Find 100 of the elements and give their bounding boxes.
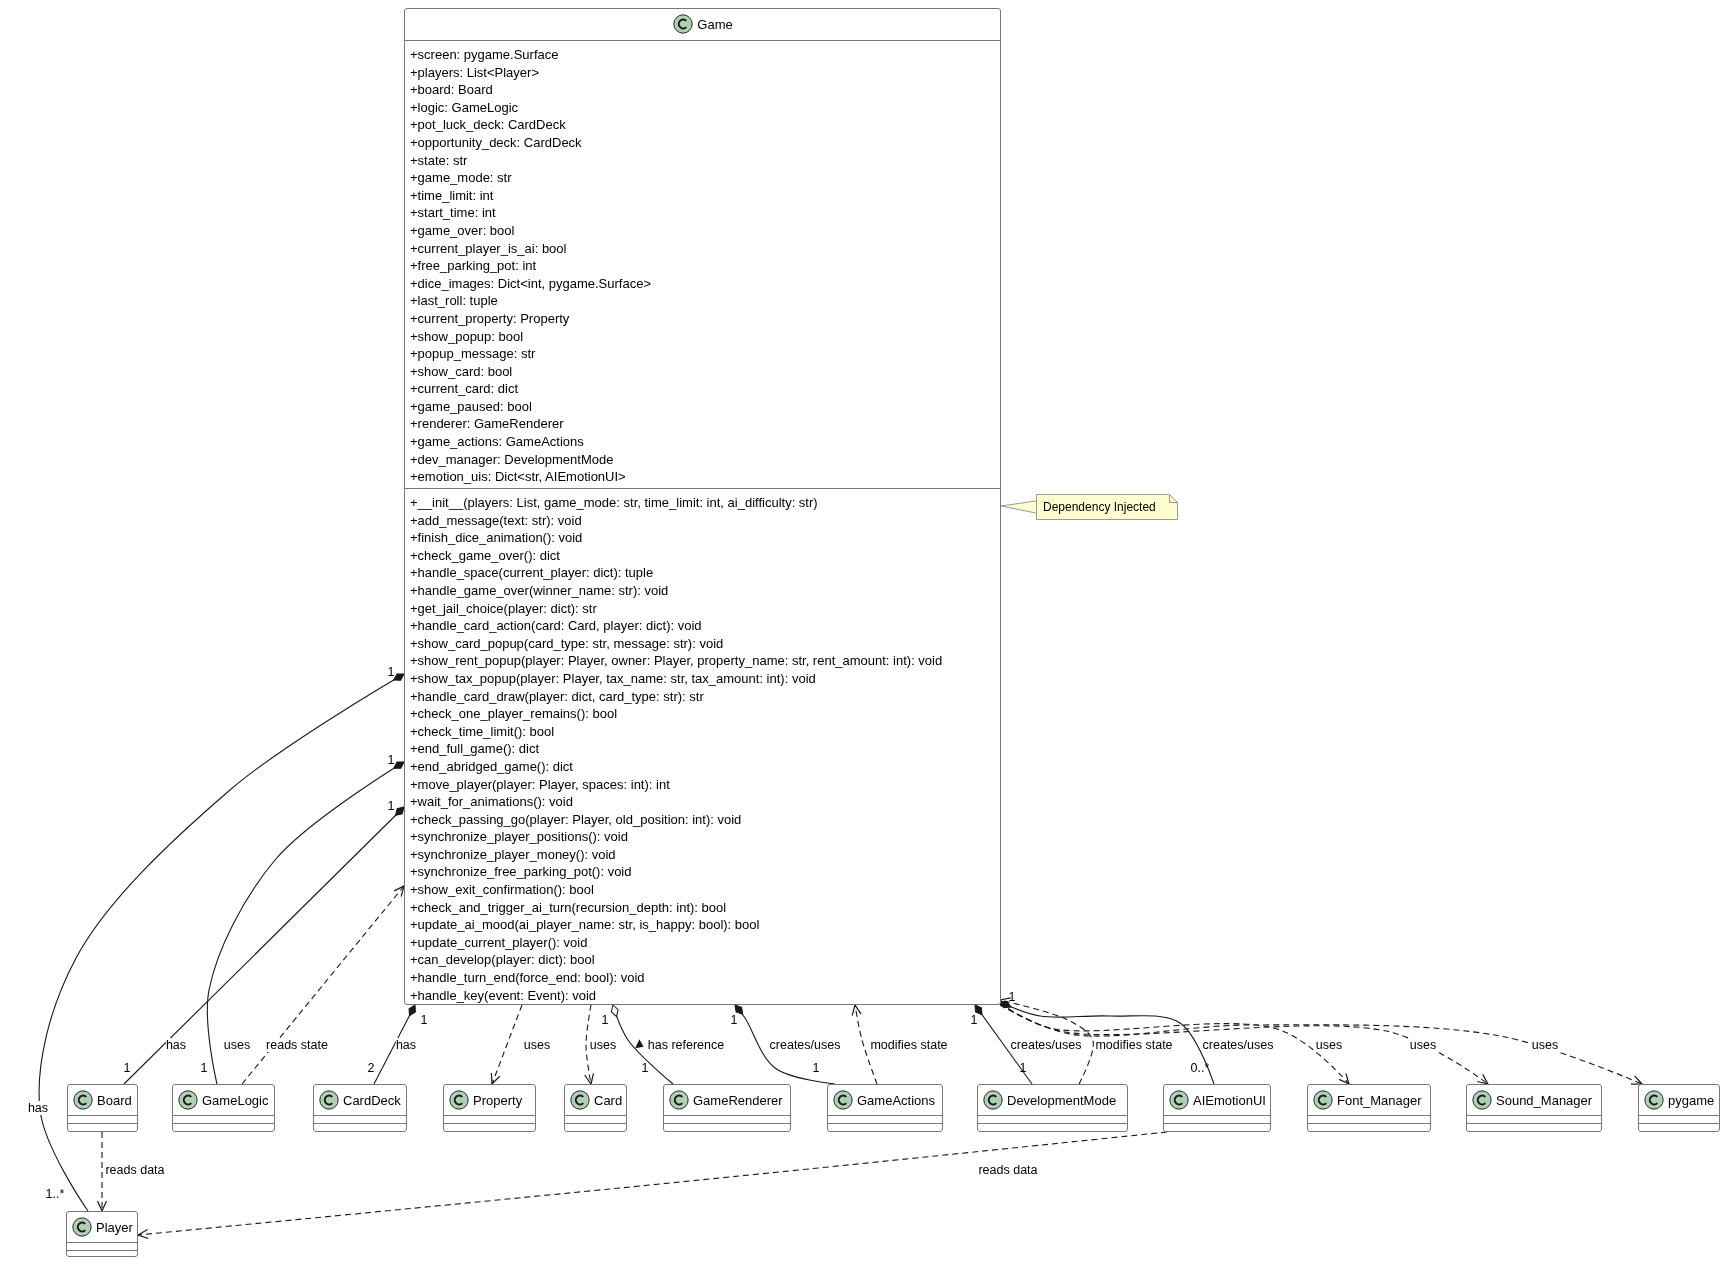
- edge-label: has reference: [647, 1038, 725, 1052]
- method-text: +__init__(players: List, game_mode: str, time_limit: int, ai_difficulty: str): [410, 494, 818, 512]
- dependency-arrow: [999, 1003, 1489, 1085]
- dependency-arrow: [584, 1004, 595, 1085]
- edge-label: modifies state: [1095, 1038, 1173, 1052]
- attribute-text: +logic: GameLogic: [410, 98, 519, 117]
- class-box: [827, 1084, 943, 1132]
- method-text: +end_full_game(): dict: [410, 740, 539, 758]
- multiplicity-label: 1..*: [45, 1187, 65, 1201]
- multiplicity-label: 2: [367, 1061, 375, 1075]
- dependency-arrow: [96, 1131, 108, 1212]
- class-name: Property: [473, 1092, 523, 1108]
- edge-label: reads state: [266, 1038, 328, 1052]
- class-box: [404, 8, 1001, 1005]
- method-text: +show_exit_confirmation(): bool: [410, 881, 594, 899]
- method-text: +finish_dice_animation(): void: [410, 529, 583, 547]
- multiplicity-label: 1: [1019, 1061, 1027, 1075]
- method-text: +update_current_player(): void: [410, 933, 588, 952]
- method-text: +handle_card_draw(player: dict, card_type: str): str: [410, 687, 704, 706]
- attribute-text: +state: str: [410, 151, 468, 170]
- multiplicity-label: 1: [420, 1013, 428, 1027]
- attribute-text: +emotion_uis: Dict<str, AIEmotionUI>: [410, 468, 626, 486]
- attribute-text: +pot_luck_deck: CardDeck: [410, 116, 566, 134]
- method-text: +handle_space(current_player: dict): tuple: [410, 564, 654, 582]
- attribute-text: +free_parking_pot: int: [410, 257, 537, 275]
- method-text: +add_message(text: str): void: [410, 511, 582, 530]
- attribute-text: +board: Board: [410, 81, 493, 99]
- class-name: Card: [594, 1092, 623, 1108]
- method-text: +handle_card_action(card: Card, player: dict): void: [410, 617, 702, 635]
- class-name: Font_Manager: [1337, 1092, 1422, 1108]
- edge-label: uses: [1409, 1038, 1437, 1052]
- class-box: [663, 1084, 791, 1132]
- note-text: Dependency Injected: [1043, 500, 1156, 514]
- edge-label: reads data: [105, 1163, 165, 1177]
- multiplicity-label: 0..*: [1190, 1061, 1210, 1075]
- multiplicity-label: 1: [123, 1061, 131, 1075]
- class-box: [1163, 1084, 1271, 1132]
- dependency-arrow: [999, 1002, 1350, 1085]
- method-text: +handle_game_over(winner_name: str): void: [410, 581, 669, 600]
- multiplicity-label: 1: [200, 1061, 208, 1075]
- dependency-arrow: [490, 1004, 523, 1085]
- multiplicity-label: 1: [387, 753, 395, 767]
- class-name: pygame: [1668, 1092, 1715, 1108]
- method-text: +end_abridged_game(): dict: [410, 757, 573, 776]
- class-name: GameLogic: [202, 1092, 269, 1108]
- attribute-text: +game_over: bool: [410, 221, 515, 240]
- method-text: +show_rent_popup(player: Player, owner: Player, property_name: str, rent_amount: int): void: [410, 652, 943, 670]
- multiplicity-label: 1: [601, 1013, 609, 1027]
- multiplicity-label: 1: [641, 1061, 649, 1075]
- dependency-arrow: [241, 885, 405, 1085]
- method-text: +check_one_player_remains(): bool: [410, 705, 618, 723]
- attribute-text: +dev_manager: DevelopmentMode: [410, 450, 614, 469]
- multiplicity-label: 1: [387, 665, 395, 679]
- method-text: +check_game_over(): dict: [410, 546, 560, 565]
- attribute-text: +time_limit: int: [410, 186, 494, 205]
- method-text: +show_tax_popup(player: Player, tax_name: str, tax_amount: int): void: [410, 669, 816, 688]
- attribute-text: +dice_images: Dict<int, pygame.Surface>: [410, 274, 651, 293]
- multiplicity-label: 1: [730, 1013, 738, 1027]
- composition-line: [974, 1004, 1033, 1085]
- class-box: [172, 1084, 275, 1132]
- composition-line: [373, 1004, 416, 1085]
- attribute-text: +popup_message: str: [410, 345, 536, 363]
- attribute-text: +show_popup: bool: [410, 327, 524, 346]
- class-name: GameActions: [857, 1092, 936, 1108]
- class-name: Board: [97, 1092, 132, 1108]
- attribute-text: +game_paused: bool: [410, 397, 532, 416]
- composition-line: [206, 761, 405, 1085]
- class-name: Game: [697, 16, 733, 32]
- edge-label: creates/uses: [1010, 1038, 1082, 1052]
- method-text: +wait_for_animations(): void: [410, 793, 573, 811]
- method-text: +show_card_popup(card_type: str, message: str): void: [410, 634, 724, 653]
- class-name: DevelopmentMode: [1007, 1092, 1117, 1108]
- method-text: +handle_key(event: Event): void: [410, 986, 597, 1005]
- attribute-text: +show_card: bool: [410, 362, 513, 381]
- attribute-text: +start_time: int: [410, 204, 496, 222]
- method-text: +check_and_trigger_ai_turn(recursion_depth: int): bool: [410, 898, 727, 917]
- attribute-text: +players: List<Player>: [410, 63, 539, 82]
- note-connector: [1000, 500, 1037, 514]
- method-text: +update_ai_mood(ai_player_name: str, is_happy: bool): bool: [410, 916, 760, 934]
- class-name: AIEmotionUI: [1193, 1092, 1266, 1108]
- class-name: Sound_Manager: [1496, 1092, 1593, 1108]
- aggregation-line: [610, 1004, 674, 1085]
- class-box: [443, 1084, 536, 1132]
- multiplicity-label: 1: [970, 1013, 978, 1027]
- dependency-arrow: [999, 997, 1094, 1085]
- class-box: [1466, 1084, 1602, 1132]
- method-text: +synchronize_player_positions(): void: [410, 828, 628, 846]
- edge-label: has: [165, 1038, 187, 1052]
- multiplicity-label: 1: [1008, 990, 1016, 1004]
- class-name: CardDeck: [343, 1092, 401, 1108]
- attribute-text: +current_card: dict: [410, 380, 519, 398]
- composition-line: [38, 673, 405, 1212]
- attribute-text: +game_mode: str: [410, 169, 512, 187]
- method-text: +check_time_limit(): bool: [410, 722, 555, 741]
- method-text: +get_jail_choice(player: dict): str: [410, 599, 597, 618]
- class-box: [1638, 1084, 1720, 1132]
- attribute-text: +current_property: Property: [410, 309, 570, 328]
- edge-label: has: [27, 1101, 49, 1115]
- class-name: Player: [96, 1219, 133, 1235]
- class-box: [67, 1084, 138, 1132]
